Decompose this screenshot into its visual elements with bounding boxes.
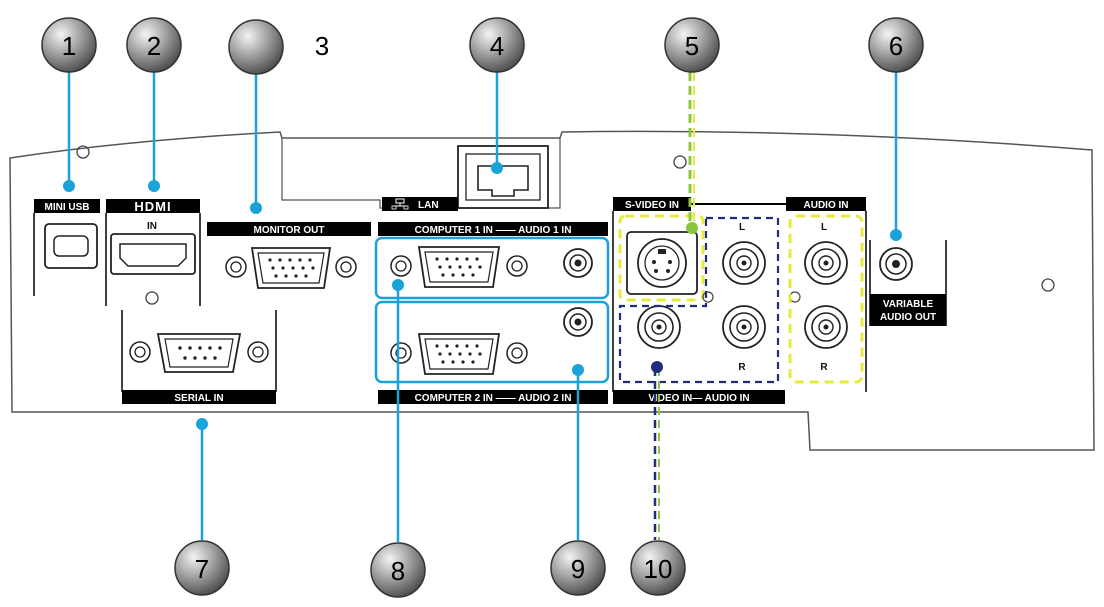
callout-7 bbox=[174, 540, 230, 596]
leader-dot-2 bbox=[148, 180, 160, 192]
callout-9-number: 9 bbox=[571, 554, 585, 584]
mini-usb-label-bar bbox=[34, 199, 100, 213]
leader-dot-9 bbox=[572, 364, 584, 376]
computer2-label-bar bbox=[378, 390, 608, 404]
audio-in-label: AUDIO IN bbox=[804, 200, 849, 211]
audio-in-right-jack[interactable] bbox=[722, 305, 766, 349]
audio2-left-label: L bbox=[821, 222, 827, 233]
callout-8-number: 8 bbox=[391, 556, 405, 586]
audio-in-left-jack[interactable] bbox=[722, 241, 766, 285]
svideo-label-bar bbox=[613, 197, 691, 211]
screw-hole bbox=[673, 155, 687, 169]
screw-hole bbox=[702, 291, 714, 303]
mini-usb-label: MINI USB bbox=[45, 202, 90, 213]
callout-1 bbox=[41, 17, 97, 73]
callout-6 bbox=[868, 17, 924, 73]
callout-5 bbox=[664, 17, 720, 73]
computer2-in-port[interactable] bbox=[390, 333, 528, 375]
lan-label-bar bbox=[382, 197, 458, 211]
variable-audio-out-label-2: AUDIO OUT bbox=[880, 312, 936, 323]
audio2-right-label: R bbox=[820, 362, 828, 373]
screw-hole bbox=[1041, 278, 1055, 292]
lan-recess bbox=[281, 138, 561, 209]
audio-left-label: L bbox=[739, 222, 745, 233]
computer1-label: COMPUTER 1 IN —— AUDIO 1 IN bbox=[415, 225, 572, 236]
callout-6-number: 6 bbox=[889, 31, 903, 61]
callout-4 bbox=[469, 17, 525, 73]
callout-3-number: 3 bbox=[315, 31, 329, 61]
callout-4-number: 4 bbox=[490, 31, 504, 61]
callout-1-number: 1 bbox=[62, 31, 76, 61]
mini-usb-port[interactable] bbox=[44, 223, 98, 269]
video-in-port[interactable] bbox=[637, 305, 681, 349]
serial-in-label: SERIAL IN bbox=[174, 393, 223, 404]
variable-audio-out-label-1: VARIABLE bbox=[883, 299, 934, 310]
callout-2-number: 2 bbox=[147, 31, 161, 61]
leader-dot-1 bbox=[63, 180, 75, 192]
variable-audio-out-label-bar bbox=[870, 294, 946, 326]
audio1-in-jack[interactable] bbox=[563, 248, 593, 278]
audio2-in-jack[interactable] bbox=[563, 307, 593, 337]
svideo-in-port[interactable] bbox=[626, 231, 698, 295]
screw-hole bbox=[76, 145, 90, 159]
audio-in-label-bar bbox=[786, 197, 866, 211]
computer2-label: COMPUTER 2 IN —— AUDIO 2 IN bbox=[415, 393, 572, 404]
callout-8 bbox=[370, 542, 426, 598]
callout-7-number: 7 bbox=[195, 554, 209, 584]
variable-audio-out-jack[interactable] bbox=[879, 247, 913, 281]
monitor-out-port[interactable] bbox=[225, 247, 357, 289]
lan-label: LAN bbox=[418, 200, 439, 211]
leader-dot-3 bbox=[250, 202, 262, 214]
callout-5-number: 5 bbox=[685, 31, 699, 61]
leader-dot-7 bbox=[196, 418, 208, 430]
video-audio-highlight bbox=[618, 216, 780, 384]
svideo-audio-highlight bbox=[788, 214, 864, 384]
audio-right-label: R bbox=[738, 362, 746, 373]
hdmi-port[interactable] bbox=[110, 233, 196, 275]
hdmi-label: HDMI bbox=[134, 199, 171, 214]
monitor-out-label: MONITOR OUT bbox=[254, 225, 325, 236]
callout-10-number: 10 bbox=[644, 554, 673, 584]
lan-port[interactable] bbox=[457, 145, 549, 209]
svideo-highlight bbox=[618, 214, 705, 302]
computer1-highlight bbox=[374, 236, 610, 300]
computer2-highlight bbox=[374, 300, 610, 384]
leader-dot-5 bbox=[686, 222, 698, 234]
svideo-audio-right-jack[interactable] bbox=[804, 305, 848, 349]
serial-in-port[interactable] bbox=[129, 333, 269, 373]
leader-dot-4 bbox=[491, 162, 503, 174]
monitor-out-label-bar bbox=[207, 222, 371, 236]
hdmi-in-label: IN bbox=[147, 221, 157, 232]
network-icon bbox=[391, 198, 409, 210]
leader-dot-8 bbox=[392, 279, 404, 291]
computer1-in-port[interactable] bbox=[390, 246, 528, 288]
leader-dot-10 bbox=[651, 361, 663, 373]
callout-10 bbox=[630, 540, 686, 596]
svideo-label: S-VIDEO IN bbox=[625, 200, 679, 211]
panel-outline bbox=[9, 130, 1095, 451]
svideo-audio-left-jack[interactable] bbox=[804, 241, 848, 285]
callout-2 bbox=[126, 17, 182, 73]
callout-9 bbox=[550, 540, 606, 596]
computer1-label-bar bbox=[378, 222, 608, 236]
leader-dot-6 bbox=[890, 229, 902, 241]
video-audio-label: VIDEO IN— AUDIO IN bbox=[648, 393, 749, 404]
screw-hole bbox=[145, 291, 159, 305]
hdmi-label-bar bbox=[106, 199, 200, 213]
serial-in-label-bar bbox=[122, 390, 276, 404]
callout-3 bbox=[228, 19, 284, 75]
